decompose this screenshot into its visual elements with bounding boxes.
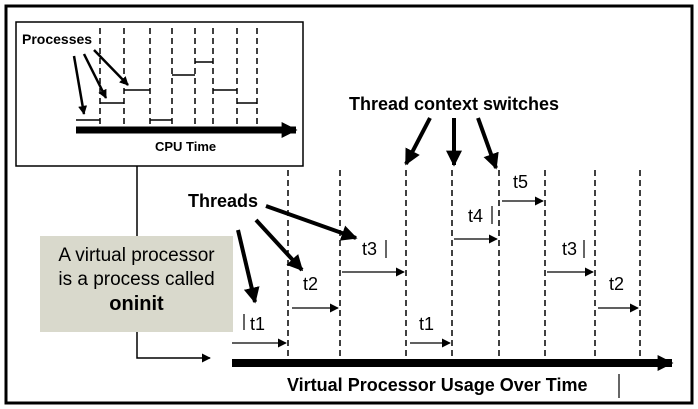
inset-connector	[136, 166, 211, 363]
threads-label: Threads	[188, 191, 258, 211]
thread-run-arrows	[232, 196, 639, 348]
thread-tick-marks	[243, 206, 585, 330]
threads-arrows	[236, 204, 358, 304]
outer-frame	[4, 4, 694, 405]
thread-label-t3-b: t3	[562, 239, 577, 259]
main-dashed-lines	[287, 170, 641, 360]
thread-label-t3-a: t3	[362, 239, 377, 259]
callout-process-name: oninit	[109, 293, 164, 315]
thread-label-t2-b: t2	[609, 274, 624, 294]
thread-label-t1-b: t1	[419, 314, 434, 334]
processes-label: Processes	[22, 31, 92, 47]
context-switches-label: Thread context switches	[349, 94, 559, 114]
thread-label-t2-a: t2	[303, 274, 318, 294]
inset-process-segments	[76, 61, 257, 121]
thread-label-t4: t4	[468, 206, 483, 226]
virtual-processor-callout: A virtual processor is a process called …	[40, 236, 233, 332]
inset-dashed-lines	[99, 28, 258, 124]
thread-label-t5: t5	[513, 172, 528, 192]
inset-frame	[15, 21, 304, 167]
callout-line-2: is a process called	[58, 269, 215, 290]
cpu-time-label: CPU Time	[155, 139, 216, 154]
context-switch-arrows	[404, 117, 499, 170]
main-axis-label: Virtual Processor Usage Over Time	[287, 375, 587, 395]
processes-arrows	[72, 49, 129, 115]
thread-label-t1-a: t1	[250, 314, 265, 334]
callout-line-1: A virtual processor	[58, 245, 215, 266]
